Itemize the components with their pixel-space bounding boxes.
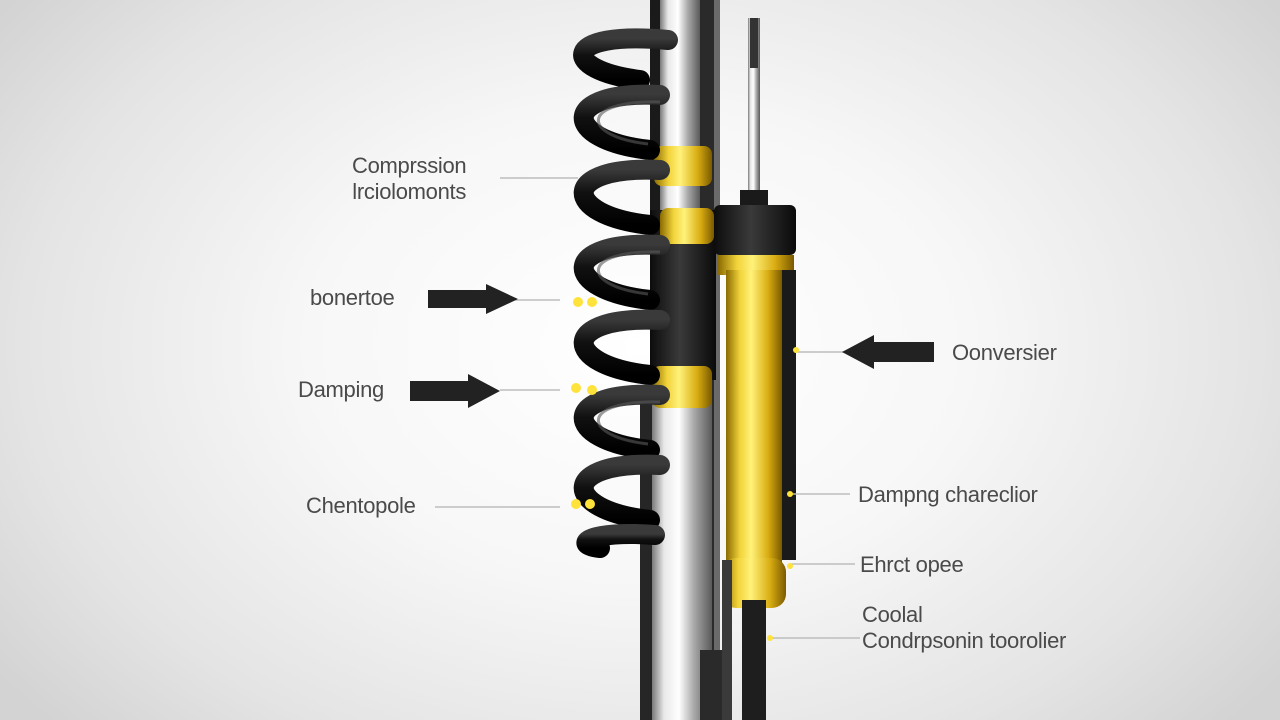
right-arrow-icon xyxy=(410,374,500,408)
lower-mount xyxy=(700,560,732,720)
secondary-damper xyxy=(714,18,796,720)
label-chentopole: Chentopole xyxy=(306,493,416,518)
label-oonversier: Oonversier xyxy=(952,340,1057,365)
damper-markers xyxy=(767,347,799,641)
label-compression: Comprssion lrciolomonts xyxy=(352,153,467,205)
label-compression-line2: lrciolomonts xyxy=(352,179,467,204)
label-compression-line1: Comprssion xyxy=(352,153,467,178)
coil-spring-highlight xyxy=(597,100,661,446)
label-ehrct-opee: Ehrct opee xyxy=(860,552,964,577)
lower-tube xyxy=(640,400,712,720)
label-coolant: Coolal Condrpsonin toorolier xyxy=(862,602,1066,654)
label-bonertoe: bonertoe xyxy=(310,285,395,310)
coil-spring xyxy=(573,28,678,558)
left-arrow-icon xyxy=(842,335,934,369)
right-arrow-icon xyxy=(428,284,518,314)
label-coolant-line1: Coolal xyxy=(862,602,923,627)
spring-markers xyxy=(571,297,597,509)
label-damping-characteristic: Dampng chareclior xyxy=(858,482,1038,507)
label-coolant-line2: Condrpsonin toorolier xyxy=(862,628,1067,653)
label-damping: Damping xyxy=(298,377,384,402)
